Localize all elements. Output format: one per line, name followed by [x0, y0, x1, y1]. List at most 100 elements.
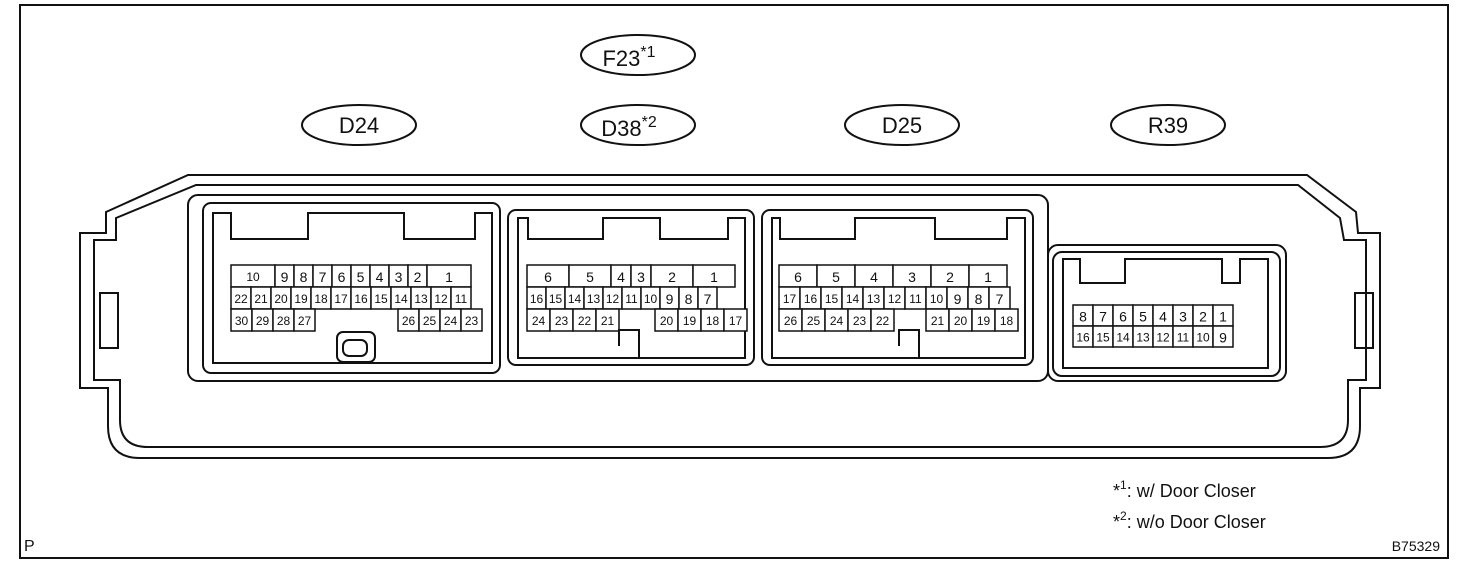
d25-pin-18: 18	[994, 308, 1019, 332]
d24-pin-6: 6	[331, 264, 352, 288]
r39-pin-label: 2	[1199, 309, 1207, 325]
r39-pin-15: 15	[1092, 325, 1114, 348]
d25-pin-8: 8	[967, 286, 990, 310]
d38-pin-label: 7	[704, 291, 712, 307]
d24-pin-14: 14	[390, 286, 412, 310]
d24-pin-label: 15	[374, 292, 388, 306]
d38-shell	[507, 209, 755, 366]
d38-pin-24: 24	[526, 308, 551, 332]
d38-pin-9: 9	[659, 286, 680, 310]
d25-pin-11: 11	[904, 286, 927, 310]
label-d24-oval	[301, 104, 417, 146]
d24-pin-13: 13	[410, 286, 432, 310]
d24-pin-label: 28	[277, 314, 291, 328]
d24-pin-label: 6	[338, 269, 346, 285]
r39-pin-cell	[1212, 325, 1234, 348]
d24-pin-28: 28	[272, 308, 295, 332]
d24-pin-27: 27	[293, 308, 316, 332]
d24-pin-label: 7	[319, 269, 327, 285]
d38-pin-15: 15	[545, 286, 566, 310]
d38-pin-14: 14	[564, 286, 585, 310]
d24-pin-21: 21	[250, 286, 272, 310]
r39-pin-16: 16	[1072, 325, 1094, 348]
d38-pin-label: 15	[549, 292, 563, 306]
d38-pin-20: 20	[654, 308, 679, 332]
d38-pin-label: 21	[601, 314, 615, 328]
d25-shell	[761, 209, 1034, 366]
d24-pin-9: 9	[274, 264, 295, 288]
figure-id: B75329	[1392, 538, 1440, 554]
d25-pin-3: 3	[892, 264, 932, 288]
r39-pin-10: 10	[1192, 325, 1214, 348]
d38-pin-23: 23	[549, 308, 574, 332]
d25-pin-cell	[870, 308, 895, 332]
label-f23-oval	[580, 34, 696, 76]
label-d38-oval	[580, 104, 696, 146]
label-d25-oval	[844, 104, 960, 146]
d24-pin-label: 3	[395, 269, 403, 285]
d38-pin-label: 13	[587, 292, 601, 306]
r39-pin-label: 11	[1177, 331, 1190, 345]
d38-pin-label: 12	[606, 292, 620, 306]
d25-pin-label: 16	[804, 292, 818, 306]
d24-pin-label: 1	[445, 269, 453, 285]
d25-pin-label: 6	[794, 269, 802, 285]
d38-pin-2: 2	[650, 264, 694, 288]
d25-key	[898, 329, 920, 358]
d24-pin-label: 10	[246, 270, 260, 284]
d25-pin-5: 5	[816, 264, 856, 288]
d25-pin-label: 11	[909, 292, 922, 306]
d24-pin-label: 12	[434, 292, 448, 306]
d38-pin-19: 19	[677, 308, 702, 332]
d24-pin-label: 20	[274, 292, 288, 306]
d25-pin-cell	[994, 308, 1019, 332]
d25-pin-label: 26	[784, 314, 798, 328]
d24-pin-16: 16	[350, 286, 372, 310]
r39-housing	[1062, 258, 1269, 369]
d24-pin-label: 17	[334, 292, 348, 306]
label-r39-text: R39	[1148, 113, 1188, 138]
housing-outer	[79, 174, 1381, 459]
d25-pin-24: 24	[824, 308, 849, 332]
label-r39: R39	[1110, 104, 1226, 146]
r39-pin-label: 12	[1156, 331, 1170, 345]
label-d38: D38*2	[580, 104, 696, 146]
d38-pin-label: 16	[530, 292, 544, 306]
d25-pin-label: 5	[832, 269, 840, 285]
d25-pin-label: 21	[931, 314, 945, 328]
r39-pin-label: 5	[1139, 309, 1147, 325]
d25-pin-2: 2	[930, 264, 970, 288]
r39-pin-12: 12	[1152, 325, 1174, 348]
d24-pin-20: 20	[270, 286, 292, 310]
d25-pin-label: 8	[975, 291, 983, 307]
d24-pin-29: 29	[251, 308, 274, 332]
d24-pin-label: 26	[402, 314, 416, 328]
d24-pin-label: 18	[314, 292, 328, 306]
d38-pin-label: 19	[683, 314, 697, 328]
d24-pin-cell	[460, 308, 483, 332]
d24-pin-label: 11	[455, 292, 468, 306]
note-2: *2: w/o Door Closer	[1113, 509, 1266, 532]
figure-frame	[19, 4, 1449, 559]
d38-pin-label: 18	[706, 314, 720, 328]
d25-pin-12: 12	[883, 286, 906, 310]
d25-pin-label: 1	[984, 269, 992, 285]
d38-pin-10: 10	[640, 286, 661, 310]
label-d25-text: D25	[882, 113, 922, 138]
d25-pin-19: 19	[971, 308, 996, 332]
d25-pin-4: 4	[854, 264, 894, 288]
d38-pin-5: 5	[568, 264, 612, 288]
d25-pin-label: 19	[977, 314, 991, 328]
left-clip	[99, 292, 119, 349]
d25-pin-22: 22	[870, 308, 895, 332]
d25-pin-10: 10	[925, 286, 948, 310]
d24-pin-23: 23	[460, 308, 483, 332]
r39-pin-6: 6	[1112, 304, 1134, 327]
d25-pin-label: 14	[846, 292, 860, 306]
r39-pin-5: 5	[1132, 304, 1154, 327]
r39-pin-label: 15	[1096, 331, 1110, 345]
d38-pin-label: 22	[578, 314, 592, 328]
d24-pin-label: 24	[444, 314, 458, 328]
